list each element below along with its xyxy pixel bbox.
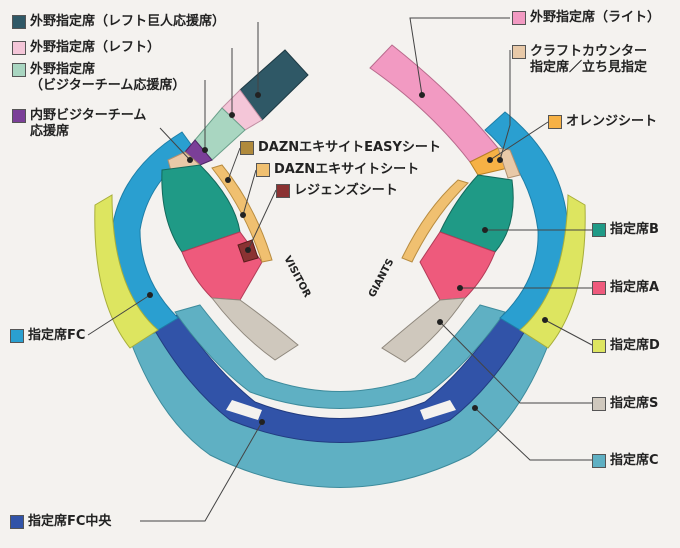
legend-label: 指定席FC中央 xyxy=(28,514,112,529)
swatch xyxy=(256,163,270,177)
legend-label: 指定席A xyxy=(610,280,660,295)
legend-outfield-left-giants: 外野指定席（レフト巨人応援席） xyxy=(12,14,225,30)
legend-seat-s: 指定席S xyxy=(592,396,658,412)
legend-seat-c: 指定席C xyxy=(592,453,659,469)
legend-legends: レジェンズシート xyxy=(276,183,398,199)
swatch xyxy=(512,11,526,25)
swatch xyxy=(12,15,26,29)
seat-c-inner-area[interactable] xyxy=(174,304,506,409)
swatch xyxy=(592,397,606,411)
legend-outfield-visitor: 外野指定席 （ビジターチーム応援席） xyxy=(12,62,185,94)
legend-label: 内野ビジターチーム xyxy=(30,108,147,123)
swatch xyxy=(512,45,526,59)
swatch xyxy=(10,515,24,529)
legend-dazn-excite: DAZNエキサイトシート xyxy=(256,162,419,178)
legend-infield-visitor: 内野ビジターチーム 応援席 xyxy=(12,108,146,140)
swatch xyxy=(12,109,26,123)
swatch xyxy=(592,281,606,295)
legend-label: クラフトカウンター xyxy=(530,44,648,59)
seat-s-left-area[interactable] xyxy=(210,297,299,361)
swatch xyxy=(12,63,26,77)
legend-dazn-easy: DAZNエキサイトEASYシート xyxy=(240,140,441,156)
legend-outfield-right: 外野指定席（ライト） xyxy=(512,10,660,26)
seat-s-right-area[interactable] xyxy=(381,297,466,363)
swatch xyxy=(592,339,606,353)
swatch xyxy=(10,329,24,343)
swatch xyxy=(240,141,254,155)
swatch xyxy=(276,184,290,198)
swatch xyxy=(548,115,562,129)
legend-label: DAZNエキサイトシート xyxy=(274,162,420,177)
legend-label: DAZNエキサイトEASYシート xyxy=(258,140,441,155)
legend-seat-a: 指定席A xyxy=(592,280,659,296)
swatch xyxy=(592,454,606,468)
legend-label: 指定席FC xyxy=(28,328,86,343)
legend-label: 指定席B xyxy=(610,222,659,237)
legend-seat-fc-center: 指定席FC中央 xyxy=(10,514,111,530)
seat-fc-left-area[interactable] xyxy=(111,131,196,331)
legend-craft-counter: クラフトカウンター 指定席／立ち見指定 xyxy=(512,44,647,76)
seat-fc-right-area[interactable] xyxy=(484,111,569,331)
legend-seat-fc: 指定席FC xyxy=(10,328,85,344)
swatch xyxy=(592,223,606,237)
legend-label: 指定席D xyxy=(610,338,660,353)
legend-sublabel: （ビジターチーム応援席） xyxy=(30,78,186,93)
seat-d-right-area[interactable] xyxy=(519,194,586,349)
giants-dugout-label: GIANTS xyxy=(367,257,396,299)
legend-orange: オレンジシート xyxy=(548,114,657,130)
visitor-dugout-label: VISITOR xyxy=(281,254,312,300)
dazn-excite-right-area[interactable] xyxy=(401,179,469,263)
legend-label: 外野指定席（レフト巨人応援席） xyxy=(30,14,226,29)
legend-label: 指定席S xyxy=(610,396,659,411)
legend-sublabel: 指定席／立ち見指定 xyxy=(530,60,648,75)
legend-label: オレンジシート xyxy=(566,114,658,129)
legend-seat-d: 指定席D xyxy=(592,338,660,354)
legend-seat-b: 指定席B xyxy=(592,222,659,238)
legend-outfield-left: 外野指定席（レフト） xyxy=(12,40,160,56)
legend-sublabel: 応援席 xyxy=(30,124,70,139)
legend-label: 外野指定席（レフト） xyxy=(30,40,161,55)
legend-label: レジェンズシート xyxy=(294,183,398,198)
legend-label: 外野指定席 xyxy=(30,62,96,77)
swatch xyxy=(12,41,26,55)
seat-d-left-area[interactable] xyxy=(94,194,159,349)
legend-label: 指定席C xyxy=(610,453,659,468)
legend-label: 外野指定席（ライト） xyxy=(530,10,661,25)
